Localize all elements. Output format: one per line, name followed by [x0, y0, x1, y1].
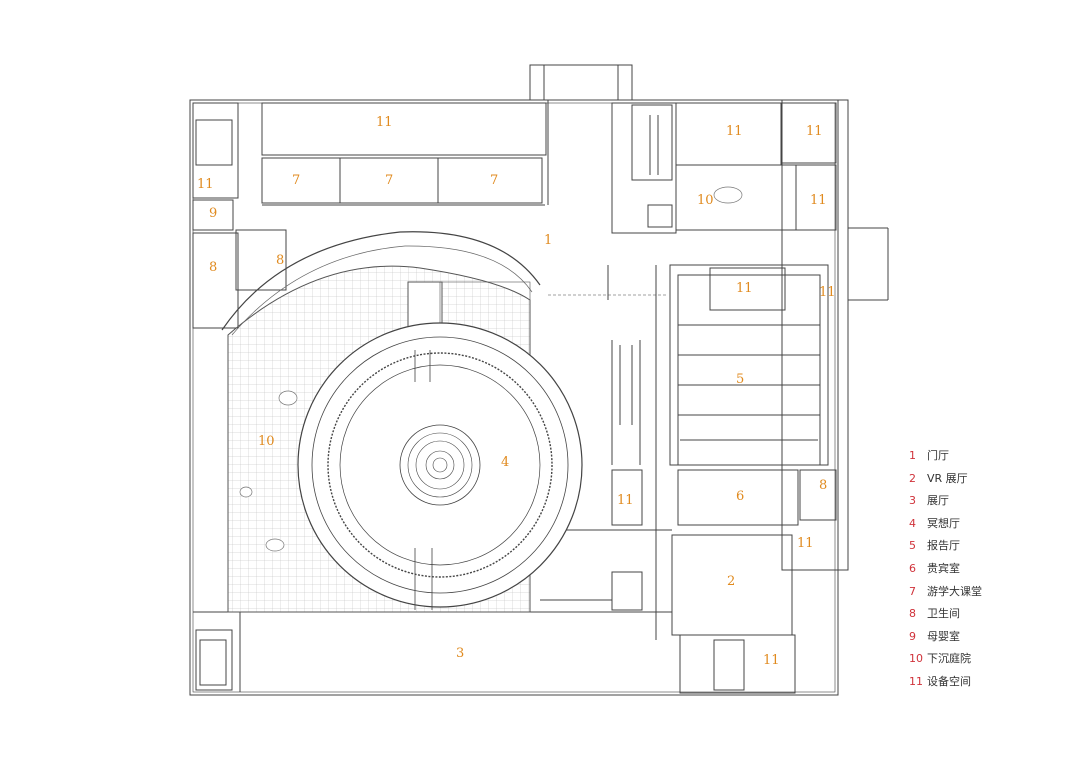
courtyard-rocks [239, 186, 743, 552]
room-number-7c: 7 [490, 173, 498, 188]
room-number-11e: 11 [810, 193, 827, 208]
room-number-2: 2 [727, 574, 735, 589]
legend: 1 门厅 2 VR 展厅 3 展厅 4 冥想厅 5 报告厅 6 贵宾室 7 游学大课堂 8 卫生间 9 母婴室 10… [909, 445, 1069, 694]
legend-item: 5 报告厅 [909, 535, 1069, 558]
room-number-11i: 11 [797, 536, 814, 551]
legend-item: 8 卫生间 [909, 603, 1069, 626]
legend-item: 4 冥想厅 [909, 513, 1069, 536]
room-number-1: 1 [544, 233, 552, 248]
legend-label: 卫生间 [927, 607, 960, 621]
room-number-11a: 11 [376, 115, 393, 130]
room-number-8c: 8 [819, 478, 827, 493]
legend-item: 3 展厅 [909, 490, 1069, 513]
legend-number: 7 [909, 584, 916, 598]
legend-label: VR 展厅 [927, 471, 968, 485]
legend-label: 门厅 [927, 449, 949, 462]
room-number-4: 4 [501, 455, 509, 470]
room-number-11f: 11 [736, 281, 753, 296]
room-number-10b: 10 [697, 193, 714, 208]
legend-label: 冥想厅 [927, 516, 960, 530]
legend-item: 6 贵宾室 [909, 558, 1069, 581]
room-number-11c: 11 [726, 124, 743, 139]
legend-label: 展厅 [927, 494, 949, 508]
walls [189, 64, 889, 696]
legend-number: 2 [909, 471, 916, 485]
room-number-11j: 11 [763, 653, 780, 668]
room-number-7b: 7 [385, 173, 393, 188]
room-number-11g: 11 [819, 285, 836, 300]
legend-item: 7 游学大课堂 [909, 581, 1069, 604]
legend-number: 9 [909, 629, 916, 643]
legend-number: 10 [909, 652, 923, 666]
legend-label: 贵宾室 [927, 561, 960, 575]
room-number-7a: 7 [292, 173, 300, 188]
legend-label: 报告厅 [927, 539, 960, 553]
legend-item: 2 VR 展厅 [909, 468, 1069, 491]
legend-item: 11 设备空间 [909, 671, 1069, 694]
room-numbers: 1 2 3 4 5 6 7 7 7 8 8 8 9 10 10 11 11 11… [197, 115, 836, 668]
legend-label: 下沉庭院 [927, 652, 971, 666]
room-number-11d: 11 [806, 124, 823, 139]
legend-number: 4 [909, 516, 916, 530]
meditation-hall [297, 322, 583, 610]
room-number-11h: 11 [617, 493, 634, 508]
legend-number: 1 [909, 449, 916, 462]
room-number-6: 6 [736, 489, 744, 504]
legend-item: 9 母婴室 [909, 626, 1069, 649]
legend-number: 6 [909, 561, 916, 575]
legend-item: 1 门厅 [909, 445, 1069, 468]
room-number-9: 9 [209, 206, 217, 221]
room-number-11b: 11 [197, 177, 214, 192]
room-number-3: 3 [456, 646, 464, 661]
room-number-8b: 8 [276, 253, 284, 268]
legend-label: 游学大课堂 [927, 584, 982, 598]
room-number-10a: 10 [258, 434, 275, 449]
room-number-5: 5 [736, 372, 744, 387]
legend-label: 设备空间 [927, 674, 971, 688]
legend-number: 3 [909, 494, 916, 508]
legend-number: 11 [909, 674, 923, 688]
legend-number: 5 [909, 539, 916, 553]
room-number-8a: 8 [209, 260, 217, 275]
legend-number: 8 [909, 607, 916, 621]
legend-label: 母婴室 [927, 629, 960, 643]
legend-item: 10 下沉庭院 [909, 648, 1069, 671]
